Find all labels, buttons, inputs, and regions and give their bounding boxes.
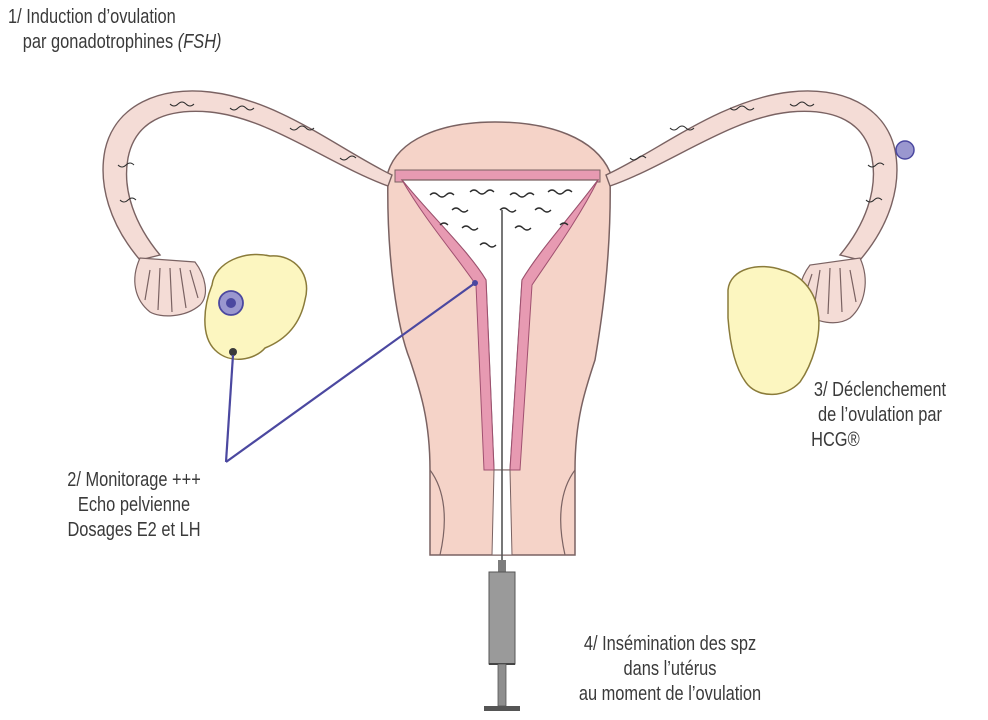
label-step2: 2/ Monitorage +++ Echo pelvienne Dosages… — [44, 468, 224, 543]
syringe-handle — [484, 706, 520, 711]
pointer-dot-endometrium — [472, 280, 478, 286]
left-fimbriae — [135, 258, 206, 316]
syringe-plunger — [498, 664, 506, 706]
left-fallopian-tube — [103, 91, 392, 260]
label-step4-line3: au moment de l’ovulation — [547, 682, 793, 707]
label-step1-line2: par gonadotrophines — [23, 31, 173, 53]
label-step1-line2-wrap: par gonadotrophines (FSH) — [8, 30, 222, 55]
right-fallopian-tube — [606, 91, 897, 260]
right-ovary — [728, 267, 819, 395]
label-step1-line2-italic: (FSH) — [178, 31, 222, 53]
oocyte-in-tube — [896, 141, 914, 159]
label-step4: 4/ Insémination des spz dans l’utérus au… — [547, 632, 793, 707]
syringe — [484, 560, 520, 711]
label-step1: 1/ Induction d’ovulation par gonadotroph… — [8, 5, 222, 55]
label-step3-line1: 3/ Déclenchement — [790, 378, 970, 403]
label-step2-line3: Dosages E2 et LH — [44, 518, 224, 543]
label-step2-line1: 2/ Monitorage +++ — [44, 468, 224, 493]
label-step3-line3: HCG® — [790, 428, 970, 453]
label-step3: 3/ Déclenchement de l’ovulation par HCG® — [790, 378, 970, 453]
syringe-barrel — [489, 572, 515, 664]
label-step4-line2: dans l’utérus — [547, 657, 793, 682]
left-ovary-small-follicle — [229, 348, 237, 356]
left-ovary-oocyte — [226, 298, 236, 308]
label-step4-line1: 4/ Insémination des spz — [547, 632, 793, 657]
pointer-line-ovary — [226, 355, 233, 462]
label-step3-line2: de l’ovulation par — [790, 403, 970, 428]
label-step1-line1: 1/ Induction d’ovulation — [8, 5, 222, 30]
label-step2-line2: Echo pelvienne — [44, 493, 224, 518]
syringe-tip — [498, 560, 506, 572]
